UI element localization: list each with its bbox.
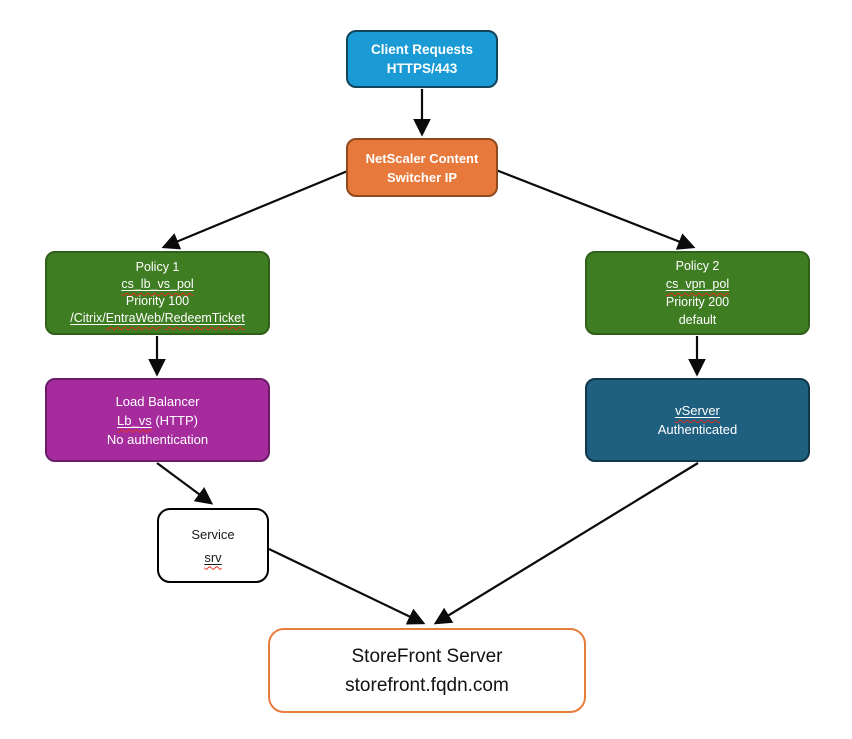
arrow-loadbalancer-to-service	[156, 462, 214, 505]
arrow-service-to-storefront	[268, 548, 426, 625]
policy2-priority: Priority 200	[665, 295, 730, 309]
policy2-name: cs_vpn_pol	[665, 277, 730, 291]
node-client-requests: Client Requests HTTPS/443	[346, 30, 498, 88]
storefront-title: StoreFront Server	[351, 645, 503, 667]
load-balancer-title: Load Balancer	[115, 393, 200, 409]
storefront-fqdn: storefront.fqdn.com	[345, 674, 509, 696]
policy1-title: Policy 1	[135, 260, 180, 274]
arrow-netscaler-to-policy2	[495, 168, 696, 250]
arrow-netscaler-to-policy1	[161, 168, 351, 250]
node-vserver: vServer Authenticated	[585, 378, 810, 462]
service-title: Service	[191, 526, 235, 542]
client-requests-label-line2: HTTPS/443	[386, 61, 458, 76]
arrow-vserver-to-storefront	[433, 462, 699, 625]
policy1-path: /Citrix/EntraWeb/RedeemTicket	[70, 311, 245, 325]
node-load-balancer: Load Balancer Lb_vs (HTTP) No authentica…	[45, 378, 270, 462]
load-balancer-name: Lb_vs (HTTP)	[117, 412, 198, 428]
node-policy1: Policy 1 cs_lb_vs_pol Priority 100 /Citr…	[45, 251, 270, 335]
node-storefront: StoreFront Server storefront.fqdn.com	[268, 628, 586, 713]
policy2-title: Policy 2	[675, 259, 720, 273]
content-switcher-label-line2: Switcher IP	[386, 169, 458, 185]
client-requests-label-line1: Client Requests	[370, 42, 474, 57]
policy1-priority: Priority 100	[125, 294, 190, 308]
vserver-name: vServer	[675, 403, 720, 418]
node-service: Service srv	[157, 508, 269, 583]
vserver-auth: Authenticated	[657, 422, 738, 437]
policy1-name: cs_lb_vs_pol	[121, 277, 194, 291]
load-balancer-auth: No authentication	[106, 431, 209, 447]
node-policy2: Policy 2 cs_vpn_pol Priority 200 default	[585, 251, 810, 335]
content-switcher-label-line1: NetScaler Content	[365, 150, 479, 166]
service-name: srv	[204, 549, 222, 565]
policy2-rule: default	[678, 313, 717, 327]
node-content-switcher: NetScaler Content Switcher IP	[346, 138, 498, 197]
